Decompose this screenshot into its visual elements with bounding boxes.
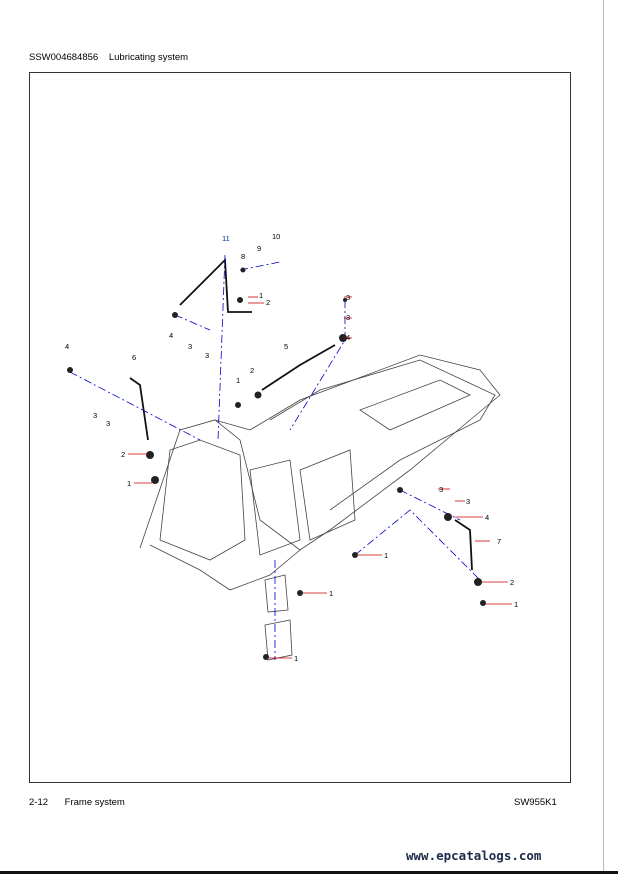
callout-9: 9 bbox=[257, 244, 262, 253]
page-header: SSW004684856 Lubricating system bbox=[29, 52, 188, 63]
footer-section: Frame system bbox=[64, 797, 125, 808]
model-code: SW955K1 bbox=[514, 797, 557, 808]
callout-1: 1 bbox=[384, 551, 389, 560]
grease-hoses bbox=[129, 257, 473, 571]
bottom-border bbox=[0, 871, 618, 874]
callout-3: 3 bbox=[466, 497, 471, 506]
callout-1: 1 bbox=[236, 376, 241, 385]
callout-6: 6 bbox=[132, 353, 137, 362]
callout-1: 1 bbox=[329, 589, 334, 598]
callout-7: 7 bbox=[497, 537, 502, 546]
callout-4: 4 bbox=[485, 513, 490, 522]
callout-2: 2 bbox=[510, 578, 515, 587]
watermark-link[interactable]: www.epcatalogs.com bbox=[406, 848, 542, 863]
diagram-frame bbox=[29, 72, 571, 783]
page-number: 2-12 bbox=[29, 797, 49, 808]
callout-1: 1 bbox=[514, 600, 519, 609]
frame-drawing bbox=[139, 354, 501, 661]
page-footer-left: 2-12 Frame system bbox=[29, 797, 125, 808]
callout-2: 2 bbox=[250, 366, 255, 375]
callout-1: 1 bbox=[294, 654, 299, 663]
page-edge bbox=[603, 0, 604, 874]
callout-1: 1 bbox=[259, 291, 264, 300]
leader-lines bbox=[128, 296, 512, 659]
callout-4: 4 bbox=[346, 333, 351, 342]
callout-3: 3 bbox=[188, 342, 193, 351]
callout-3: 3 bbox=[346, 293, 351, 302]
callout-11: 11 bbox=[222, 234, 230, 243]
callout-2: 2 bbox=[266, 298, 271, 307]
callout-3: 3 bbox=[346, 313, 351, 322]
callout-3: 3 bbox=[106, 419, 111, 428]
callout-3: 3 bbox=[439, 485, 444, 494]
callout-2: 2 bbox=[121, 450, 126, 459]
callout-1: 1 bbox=[127, 479, 132, 488]
callout-10: 10 bbox=[272, 232, 281, 241]
grease-fittings bbox=[67, 267, 486, 660]
callout-3: 3 bbox=[93, 411, 98, 420]
callout-4: 4 bbox=[169, 331, 174, 340]
section-title: Lubricating system bbox=[108, 52, 189, 63]
callout-3: 3 bbox=[205, 351, 210, 360]
callout-4: 4 bbox=[65, 342, 70, 351]
callout-5: 5 bbox=[284, 342, 289, 351]
callout-8: 8 bbox=[241, 252, 246, 261]
centerlines bbox=[69, 254, 481, 660]
doc-id: SSW004684856 bbox=[29, 52, 99, 63]
